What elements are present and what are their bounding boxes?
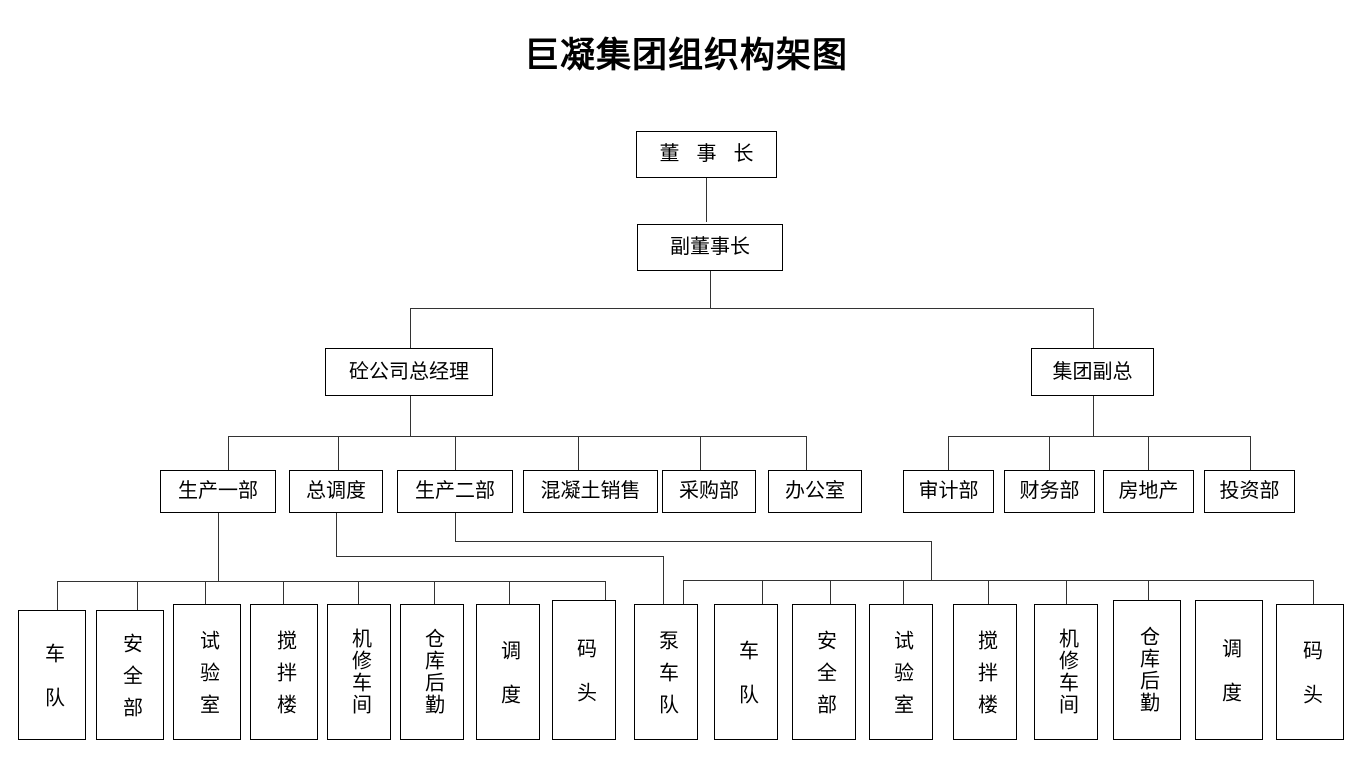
node-purchasing-dept[interactable]: 采购部 bbox=[662, 470, 756, 513]
connector-drop-realestate bbox=[1148, 436, 1149, 470]
connector-group-vp-stem bbox=[1093, 396, 1094, 436]
node-leaf-dispatch-two[interactable]: 调度 bbox=[1195, 600, 1263, 740]
node-leaf-dock-one[interactable]: 码头 bbox=[552, 600, 616, 740]
node-leaf-mixing-tower-two[interactable]: 搅拌楼 bbox=[953, 604, 1017, 740]
connector-drop-office bbox=[806, 436, 807, 470]
connector-leaf-drop-l6 bbox=[434, 581, 435, 610]
node-office[interactable]: 办公室 bbox=[768, 470, 862, 513]
node-group-vice-president[interactable]: 集团副总 bbox=[1031, 348, 1154, 396]
connector-drop-dispatch bbox=[338, 436, 339, 470]
node-production-dept-two[interactable]: 生产二部 bbox=[397, 470, 513, 513]
connector-prod-two-stem bbox=[455, 513, 456, 541]
node-leaf-fleet-one[interactable]: 车队 bbox=[18, 610, 86, 740]
page-title: 巨凝集团组织构架图 bbox=[523, 36, 848, 75]
connector-leaf-drop-r8 bbox=[1313, 580, 1314, 610]
connector-drop-group-vp bbox=[1093, 308, 1094, 348]
connector-dispatch-stem bbox=[336, 513, 337, 556]
connector-leaf-drop-l4 bbox=[283, 581, 284, 610]
node-concrete-sales[interactable]: 混凝土销售 bbox=[523, 470, 658, 513]
connector-dispatch-run bbox=[336, 556, 664, 557]
connector-dispatch-drop bbox=[663, 556, 664, 610]
connector-prod-one-stem bbox=[218, 513, 219, 581]
connector-drop-sales bbox=[578, 436, 579, 470]
node-leaf-pump-fleet[interactable]: 泵车队 bbox=[634, 604, 698, 740]
connector-leaf-drop-l2 bbox=[137, 581, 138, 610]
connector-leaf-drop-l7 bbox=[509, 581, 510, 610]
connector-level3-bus bbox=[410, 308, 1094, 309]
node-leaf-dispatch-one[interactable]: 调度 bbox=[476, 604, 540, 740]
connector-left-leaf-bus bbox=[57, 581, 605, 582]
node-audit-dept[interactable]: 审计部 bbox=[903, 470, 994, 513]
connector-leaf-drop-l5 bbox=[358, 581, 359, 610]
connector-drop-prod-two bbox=[455, 436, 456, 470]
connector-leaf-drop-r4 bbox=[903, 580, 904, 610]
node-finance-dept[interactable]: 财务部 bbox=[1004, 470, 1095, 513]
connector-prod-two-drop bbox=[931, 541, 932, 581]
connector-leaf-drop-l3 bbox=[205, 581, 206, 610]
node-investment-dept[interactable]: 投资部 bbox=[1204, 470, 1295, 513]
node-leaf-safety-one[interactable]: 安全部 bbox=[96, 610, 164, 740]
node-leaf-repair-shop-one[interactable]: 机修车间 bbox=[327, 604, 391, 740]
node-leaf-laboratory-one[interactable]: 试验室 bbox=[173, 604, 241, 740]
connector-right-leaf-bus bbox=[683, 580, 1313, 581]
connector-leaf-drop-r5 bbox=[988, 580, 989, 610]
connector-drop-investment bbox=[1250, 436, 1251, 470]
connector-vice-stem bbox=[710, 271, 711, 309]
node-leaf-mixing-tower-one[interactable]: 搅拌楼 bbox=[250, 604, 318, 740]
node-leaf-warehouse-one[interactable]: 仓库后勤 bbox=[400, 604, 464, 740]
connector-group-dept-bus bbox=[948, 436, 1250, 437]
node-leaf-laboratory-two[interactable]: 试验室 bbox=[869, 604, 933, 740]
connector-leaf-drop-l8 bbox=[605, 581, 606, 610]
connector-leaf-drop-r1 bbox=[683, 580, 684, 610]
node-leaf-repair-shop-two[interactable]: 机修车间 bbox=[1034, 604, 1098, 740]
connector-drop-prod-one bbox=[228, 436, 229, 470]
node-production-dept-one[interactable]: 生产一部 bbox=[160, 470, 276, 513]
connector-drop-concrete-gm bbox=[410, 308, 411, 348]
connector-drop-finance bbox=[1049, 436, 1050, 470]
node-general-dispatch[interactable]: 总调度 bbox=[289, 470, 383, 513]
node-vice-chairman[interactable]: 副董事长 bbox=[637, 224, 783, 271]
connector-chairman-to-vice bbox=[706, 178, 707, 222]
connector-concrete-gm-stem bbox=[410, 396, 411, 436]
node-real-estate-dept[interactable]: 房地产 bbox=[1103, 470, 1194, 513]
connector-leaf-drop-r6 bbox=[1066, 580, 1067, 610]
connector-leaf-drop-l1 bbox=[57, 581, 58, 610]
node-leaf-warehouse-two[interactable]: 仓库后勤 bbox=[1113, 600, 1181, 740]
node-leaf-dock-two[interactable]: 码头 bbox=[1276, 604, 1344, 740]
connector-drop-audit bbox=[948, 436, 949, 470]
node-chairman[interactable]: 董 事 长 bbox=[636, 131, 777, 178]
connector-concrete-dept-bus bbox=[228, 436, 807, 437]
connector-leaf-drop-r3 bbox=[830, 580, 831, 610]
connector-drop-purchasing bbox=[700, 436, 701, 470]
connector-leaf-drop-r7 bbox=[1148, 580, 1149, 610]
node-leaf-safety-two[interactable]: 安全部 bbox=[792, 604, 856, 740]
node-concrete-general-manager[interactable]: 砼公司总经理 bbox=[325, 348, 493, 396]
connector-prod-two-run bbox=[455, 541, 932, 542]
node-leaf-fleet-two[interactable]: 车队 bbox=[714, 604, 778, 740]
connector-leaf-drop-r2 bbox=[762, 580, 763, 610]
